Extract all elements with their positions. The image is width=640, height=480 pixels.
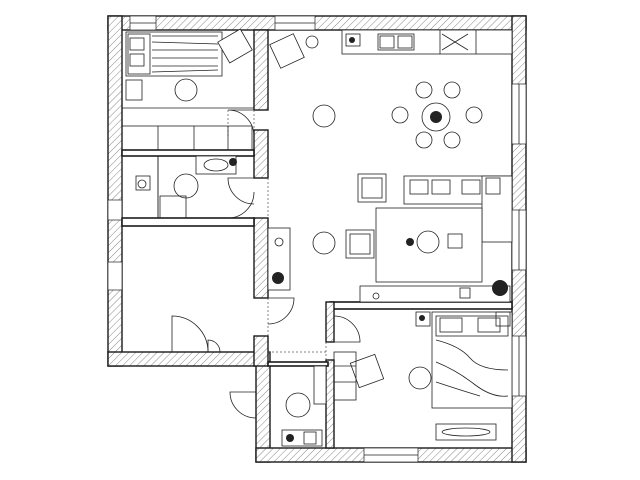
toilet <box>173 173 199 199</box>
empty-room <box>124 226 254 352</box>
kitchen-dining <box>269 29 513 149</box>
bedroom-small <box>121 28 254 151</box>
interior-walls <box>121 29 513 449</box>
entry-hall <box>268 351 327 447</box>
armchair <box>217 28 253 64</box>
console <box>359 285 511 303</box>
kitchen-counter <box>341 29 513 55</box>
wardrobe <box>121 125 253 151</box>
doors <box>171 109 361 419</box>
armchair <box>349 353 385 389</box>
nightstands <box>415 311 431 327</box>
round-table <box>408 366 432 390</box>
round-table <box>312 231 336 255</box>
round-table <box>174 78 198 102</box>
washbasin <box>195 155 237 175</box>
master-bedroom <box>333 311 513 441</box>
living-room <box>267 173 513 303</box>
armchair <box>345 229 375 259</box>
round-table <box>285 392 311 418</box>
bench <box>435 423 497 441</box>
bathroom <box>121 155 237 219</box>
opening-lines <box>253 110 327 360</box>
shoe-cabinet <box>313 365 327 405</box>
sink <box>377 33 415 51</box>
six-chairs <box>391 81 483 149</box>
armchair <box>357 173 387 203</box>
